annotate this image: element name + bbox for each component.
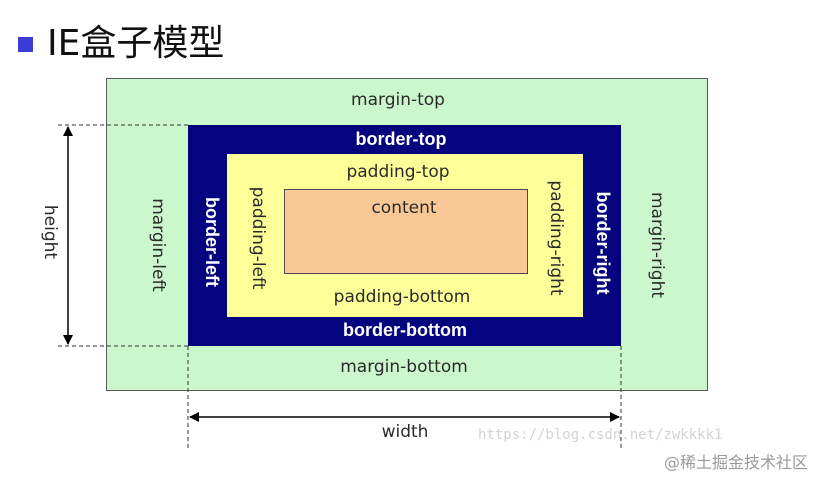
content-box <box>284 189 528 274</box>
content-label: content <box>371 198 437 218</box>
margin-right-label: margin-right <box>647 191 667 299</box>
padding-left-label: padding-left <box>248 186 268 290</box>
url-watermark: https://blog.csdn.net/zwkkkk1 <box>478 427 723 443</box>
padding-bottom-label: padding-bottom <box>333 287 471 307</box>
padding-right-label: padding-right <box>546 180 566 296</box>
border-left-label: border-left <box>202 197 222 287</box>
border-right-label: border-right <box>593 191 613 295</box>
brand-watermark: @稀土掘金技术社区 <box>663 453 808 472</box>
title-bullet <box>18 37 33 52</box>
page-title: IE盒子模型 <box>47 23 225 64</box>
margin-top-label: margin-top <box>351 90 445 110</box>
padding-top-label: padding-top <box>346 162 450 182</box>
border-bottom-label: border-bottom <box>343 320 467 340</box>
margin-left-label: margin-left <box>148 198 168 292</box>
border-top-label: border-top <box>355 129 447 149</box>
width-label: width <box>381 422 429 442</box>
height-label: height <box>40 204 60 260</box>
margin-bottom-label: margin-bottom <box>340 357 468 377</box>
